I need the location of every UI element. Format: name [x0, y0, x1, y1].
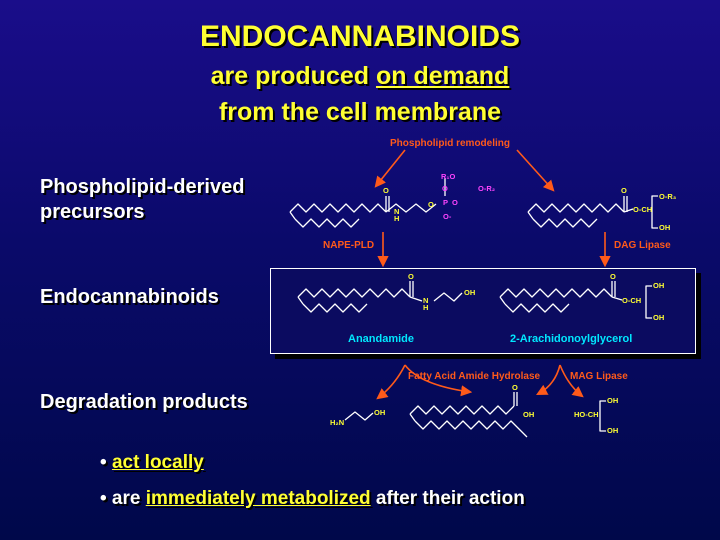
- atom-label: O: [512, 383, 518, 392]
- atom-label: OH: [464, 288, 476, 297]
- bullet-emphasis: act locally: [111, 452, 204, 473]
- phosphate-label: O-: [443, 212, 452, 221]
- row-label-degradation: Degradation products: [40, 391, 248, 413]
- dag-structure: [527, 195, 658, 229]
- faah-arrow-left: [376, 364, 406, 400]
- atom-label: OH: [374, 408, 386, 417]
- anandamide-structure: [297, 281, 463, 313]
- remodeling-arrow-right: [516, 149, 555, 192]
- caption-2-ag: 2-Arachidonoylglycerol: [510, 333, 633, 345]
- atom-label: OH: [607, 426, 619, 435]
- row-label-precursors: Phospholipid-derived precursors: [40, 176, 245, 223]
- arachidonic-acid-structure: [409, 392, 528, 438]
- bullet-act-locally: • act locally: [100, 452, 204, 474]
- subtitle-line-1: are produced on demand: [0, 62, 720, 91]
- atom-label: O: [408, 272, 414, 281]
- caption-anandamide: Anandamide: [348, 333, 415, 345]
- atom-label: OH: [653, 313, 665, 322]
- bullet-metabolized: • are immediately metabolized after thei…: [100, 488, 525, 510]
- remodeling-arrow-left: [374, 149, 406, 188]
- bullet-emphasis: immediately metabolized: [145, 488, 371, 509]
- atom-label: O: [383, 186, 389, 195]
- atom-label: O-CH: [622, 296, 642, 305]
- atom-label: O-R₃: [659, 192, 677, 201]
- bullet-text: •: [100, 452, 112, 473]
- atom-label: N: [394, 207, 400, 216]
- atom-label: H: [394, 214, 400, 223]
- bullet-text: • are: [100, 488, 146, 509]
- phosphate-label: O: [442, 184, 448, 193]
- phosphate-label: P: [443, 198, 449, 207]
- faah-arrow-right: [404, 364, 473, 397]
- atom-label: OH: [659, 223, 671, 232]
- page-title: ENDOCANNABINOIDS: [199, 20, 520, 53]
- atom-label: OH: [607, 396, 619, 405]
- atom-label: HO-CH: [574, 410, 599, 419]
- atom-label: O: [621, 186, 627, 195]
- enzyme-nape-pld: NAPE-PLD: [323, 240, 375, 251]
- atom-label: H: [423, 303, 429, 312]
- nape-structure: [289, 178, 446, 228]
- atom-label: N: [423, 296, 429, 305]
- bullet-text: after their action: [370, 488, 525, 509]
- remodeling-label: Phospholipid remodeling: [390, 138, 510, 149]
- endocannabinoid-box: [270, 268, 696, 354]
- phosphate-label: R₁O: [441, 172, 456, 181]
- phosphate-label: O-R₂: [478, 184, 496, 193]
- two-ag-structure: [499, 281, 652, 319]
- mag-arrow-left: [536, 364, 561, 396]
- atom-label: H₂N: [330, 418, 345, 427]
- subtitle-line-2: from the cell membrane: [218, 98, 502, 126]
- atom-label: OH: [653, 281, 665, 290]
- phosphate-label: O: [452, 198, 458, 207]
- atom-label: O: [610, 272, 616, 281]
- enzyme-mag-lipase: MAG Lipase: [570, 371, 628, 382]
- ethanolamine-structure: [344, 411, 374, 421]
- row-label-endocannabinoids: Endocannabinoids: [40, 286, 219, 308]
- subtitle-text: are produced: [210, 62, 376, 90]
- atom-label: OH: [523, 410, 535, 419]
- enzyme-faah: Fatty Acid Amide Hydrolase: [408, 371, 541, 382]
- atom-label: O-CH: [633, 205, 653, 214]
- glycerol-structure: [599, 400, 606, 432]
- enzyme-dag-lipase: DAG Lipase: [614, 240, 671, 251]
- atom-label: O: [428, 200, 434, 209]
- mag-arrow-right: [559, 364, 584, 398]
- subtitle-emphasis: on demand: [375, 62, 510, 90]
